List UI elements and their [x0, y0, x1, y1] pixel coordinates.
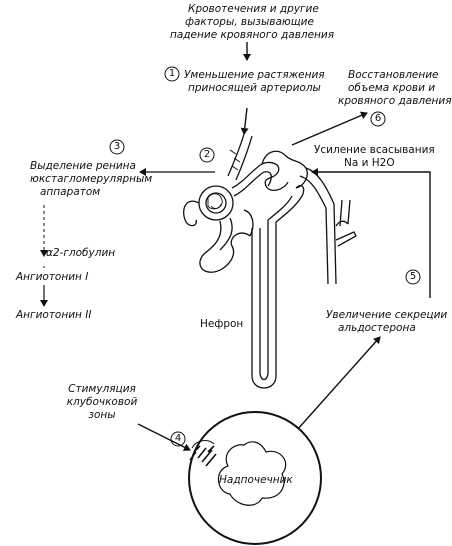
nephron-label: Нефрон: [200, 318, 244, 330]
arrow-stim-to-adrenal: [137, 423, 191, 451]
circle-5: [405, 269, 421, 285]
circle-2: [199, 147, 215, 163]
step-3-number: 3: [113, 141, 121, 152]
circle-3: [109, 139, 125, 155]
step-2-number: 2: [203, 149, 211, 160]
zona-glomerulosa-hatch: [189, 445, 217, 467]
step-1-text-line1: Уменьшение растяжения: [184, 69, 325, 81]
arrow-1-to-arteriole: [240, 107, 249, 135]
step-3-text-line3: аппаратом: [40, 186, 101, 198]
step-6-text-line1: Восстановление: [348, 69, 439, 81]
step-5-number: 5: [409, 271, 417, 282]
angiotonin-1-label: Ангиотонин I: [16, 271, 89, 283]
alpha2-globulin-label: α2-глобулин: [46, 247, 116, 259]
circle-4: [170, 431, 186, 447]
circle-6: [370, 111, 386, 127]
step-5-text-line1: Увеличение секреции: [326, 309, 448, 321]
step-6-number: 6: [374, 113, 382, 124]
stimulation-text-line1: Стимуляция: [68, 383, 136, 395]
stimulation-text-line2: клубочковой: [66, 396, 138, 408]
adrenal-gland: [188, 411, 322, 545]
step-1-number: 1: [168, 68, 176, 79]
step-5-text-line2: альдостерона: [338, 322, 416, 334]
reabsorption-text-line1: Усиление всасывания: [314, 144, 435, 156]
nephron-drawing: [183, 133, 357, 389]
step-3-text-line1: Выделение ренина: [30, 160, 136, 172]
adrenal-medulla: [217, 441, 287, 506]
arrow-aldosterone-to-reabsorption: [311, 168, 431, 298]
reabsorption-text-line2: Na и H2O: [344, 157, 395, 169]
arrow-to-restoration: [291, 111, 368, 146]
step-3-text-line2: юкстагломерулярным: [30, 173, 153, 185]
step-6-text-line2: объема крови и: [348, 82, 436, 94]
cause-text-line1: Кровотечения и другие: [188, 3, 319, 15]
cause-text-line3: падение кровяного давления: [170, 29, 335, 41]
step-6-text-line3: кровяного давления: [338, 95, 452, 107]
stimulation-text-line3: зоны: [88, 409, 116, 421]
angiotonin-2-label: Ангиотонин II: [16, 309, 92, 321]
arrow-adrenal-to-aldosterone: [296, 336, 381, 431]
step-1-text-line2: приносящей артериолы: [188, 82, 321, 94]
adrenal-label: Надпочечник: [219, 474, 293, 486]
cause-text-line2: факторы, вызывающие: [185, 16, 314, 28]
step-4-number: 4: [174, 433, 182, 444]
circle-1: [164, 66, 180, 82]
